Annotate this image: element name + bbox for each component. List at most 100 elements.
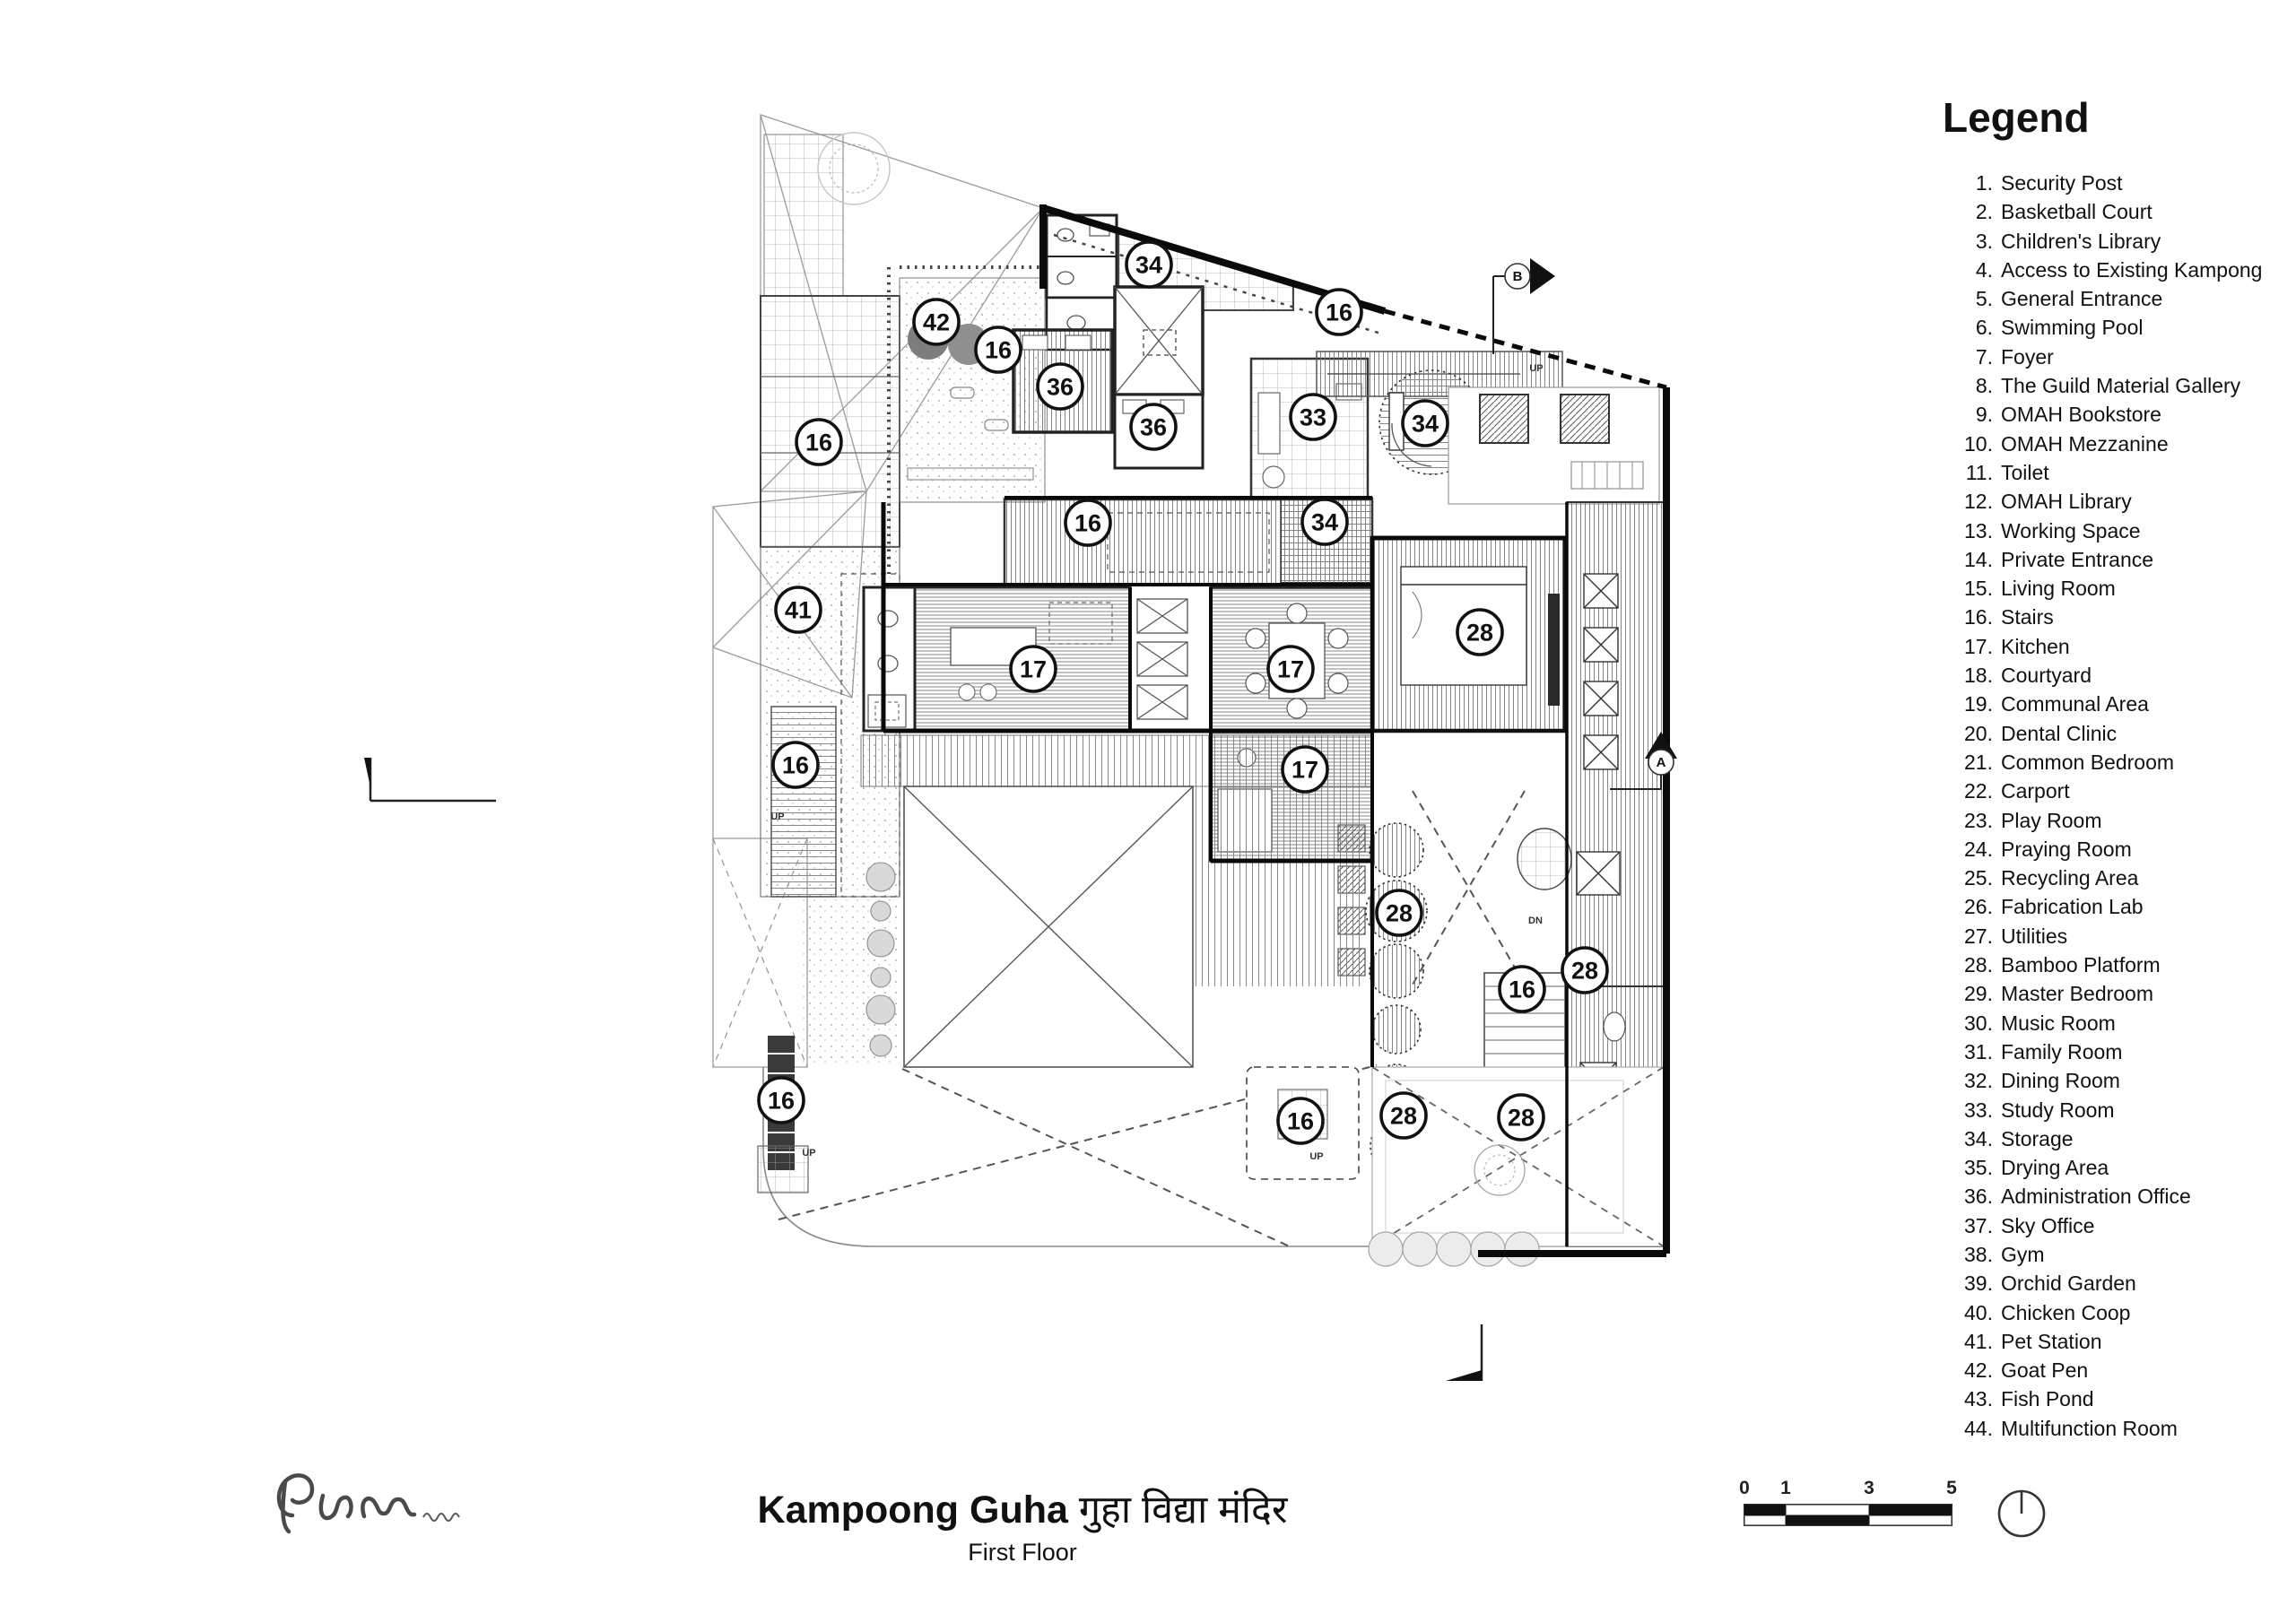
legend-item: 14.Private Entrance [1964,547,2154,571]
legend-item: 25.Recycling Area [1964,866,2139,890]
entrance-letters: BA [1513,269,1666,770]
legend-item: 15.Living Room [1964,577,2116,601]
room-marker-17: 17 [1266,645,1315,693]
svg-text:16: 16 [1509,976,1535,1003]
room-marker-17: 17 [1009,645,1057,693]
svg-text:17: 17 [1020,656,1047,683]
legend-item: 4.Access to Existing Kampong [1975,257,2263,282]
title-block: Kampoong Guha गुहा विद्या मंदिर First Fl… [619,1487,1426,1567]
courtyard-void [903,785,1194,1068]
bath-block [862,586,917,733]
entrance-letter-A: A [1657,755,1666,770]
family-deck [1193,786,1363,986]
stair-direction-label: UP [770,812,784,822]
legend-item: 18.Courtyard [1964,664,2092,688]
legend-item: 41.Pet Station [1964,1329,2102,1353]
room-marker-36: 36 [1129,403,1178,451]
legend-item: 24.Praying Room [1964,837,2132,861]
corridor-closets [1136,598,1188,720]
svg-text:41: 41 [785,597,812,624]
room-marker-28: 28 [1379,1091,1428,1140]
svg-text:16: 16 [1287,1108,1314,1135]
svg-text:16: 16 [768,1088,795,1115]
stair-direction-label: UP [1529,363,1543,374]
legend-item: 12.OMAH Library [1964,490,2132,514]
skylight-room [1113,285,1205,396]
structural-walls [881,204,1670,1257]
tree-large-topleft [817,132,891,205]
legend-item: 8.The Guild Material Gallery [1975,374,2241,398]
legend-item: 17.Kitchen [1964,634,2070,658]
scale-bar-graphic [1744,1504,1952,1526]
stair-direction-label: UP [1309,1151,1323,1162]
svg-text:16: 16 [1326,299,1352,326]
svg-text:16: 16 [1074,510,1101,537]
room-marker-16: 16 [1276,1097,1325,1145]
room-marker-33: 33 [1289,393,1337,441]
room-marker-16: 16 [771,741,820,789]
svg-text:28: 28 [1390,1103,1417,1130]
room-marker-17: 17 [1281,745,1329,794]
room-marker-28: 28 [1456,608,1504,656]
legend-item: 13.Working Space [1964,518,2141,542]
legend-title: Legend [1943,94,2090,141]
room-marker-34: 34 [1125,240,1173,289]
legend-item: 36.Administration Office [1964,1185,2191,1209]
scale-label-0: 0 [1739,1478,1750,1498]
svg-text:34: 34 [1135,252,1162,279]
room-marker-28: 28 [1375,889,1423,937]
legend-item: 16.Stairs [1964,605,2054,629]
legend-item: 35.Drying Area [1964,1156,2109,1180]
entrance-arrow-b [1492,258,1555,354]
room-marker-16: 16 [1315,288,1363,336]
stair-direction-label: DN [1528,916,1543,926]
svg-text:34: 34 [1311,509,1338,536]
svg-text:42: 42 [923,309,950,336]
scale-label-3: 3 [1864,1478,1874,1498]
legend-item: 26.Fabrication Lab [1964,895,2144,919]
svg-text:16: 16 [782,752,809,779]
page-title: Kampoong Guha गुहा विद्या मंदिर [619,1487,1426,1535]
legend-item: 39.Orchid Garden [1964,1271,2136,1296]
room-marker-42: 42 [912,298,961,346]
room-marker-16: 16 [974,325,1022,374]
svg-text:36: 36 [1140,414,1167,441]
legend-item: 11.Toilet [1965,460,2049,484]
legend-item: 6.Swimming Pool [1975,316,2144,340]
legend-item: 23.Play Room [1964,808,2102,832]
legend-item: 33.Study Room [1964,1098,2115,1122]
legend-item: 44.Multifunction Room [1964,1416,2178,1440]
project-name-devanagari: गुहा विद्या मंदिर [1067,1488,1288,1532]
legend-item: 1.Security Post [1975,171,2123,195]
room-marker-34: 34 [1401,399,1449,447]
section-mark-bottom [1446,1324,1483,1381]
gym-area [1448,386,1660,505]
legend-item: 21.Common Bedroom [1964,750,2175,774]
legend-item: 32.Dining Room [1964,1069,2120,1093]
legend-item: 34.Storage [1964,1126,2074,1150]
legend-panel: Legend 1.Security Post 2.Basketball Court… [1941,93,2292,1443]
svg-text:28: 28 [1571,958,1598,985]
legend-item: 38.Gym [1964,1242,2045,1266]
floor-label: First Floor [968,1538,1077,1566]
north-indicator-icon [1997,1489,2046,1538]
svg-text:17: 17 [1277,656,1304,683]
legend-item: 10.OMAH Mezzanine [1964,431,2169,456]
legend-item: 2.Basketball Court [1975,200,2152,224]
svg-text:34: 34 [1412,411,1439,438]
scale-label-1: 1 [1780,1478,1791,1498]
carport-dashed-x [778,790,1526,1249]
legend-item: 31.Family Room [1964,1039,2123,1063]
scale-bar: 0 1 3 5 [1739,1478,1957,1532]
dining-room [1209,586,1374,733]
room-marker-16: 16 [795,418,843,466]
legend-item: 22.Carport [1964,779,2070,803]
room-marker-34: 34 [1300,498,1349,546]
legend-item: 7.Foyer [1975,344,2054,369]
room-marker-41: 41 [774,586,822,634]
room-marker-28: 28 [1561,946,1609,994]
room-marker-16: 16 [1064,499,1112,547]
